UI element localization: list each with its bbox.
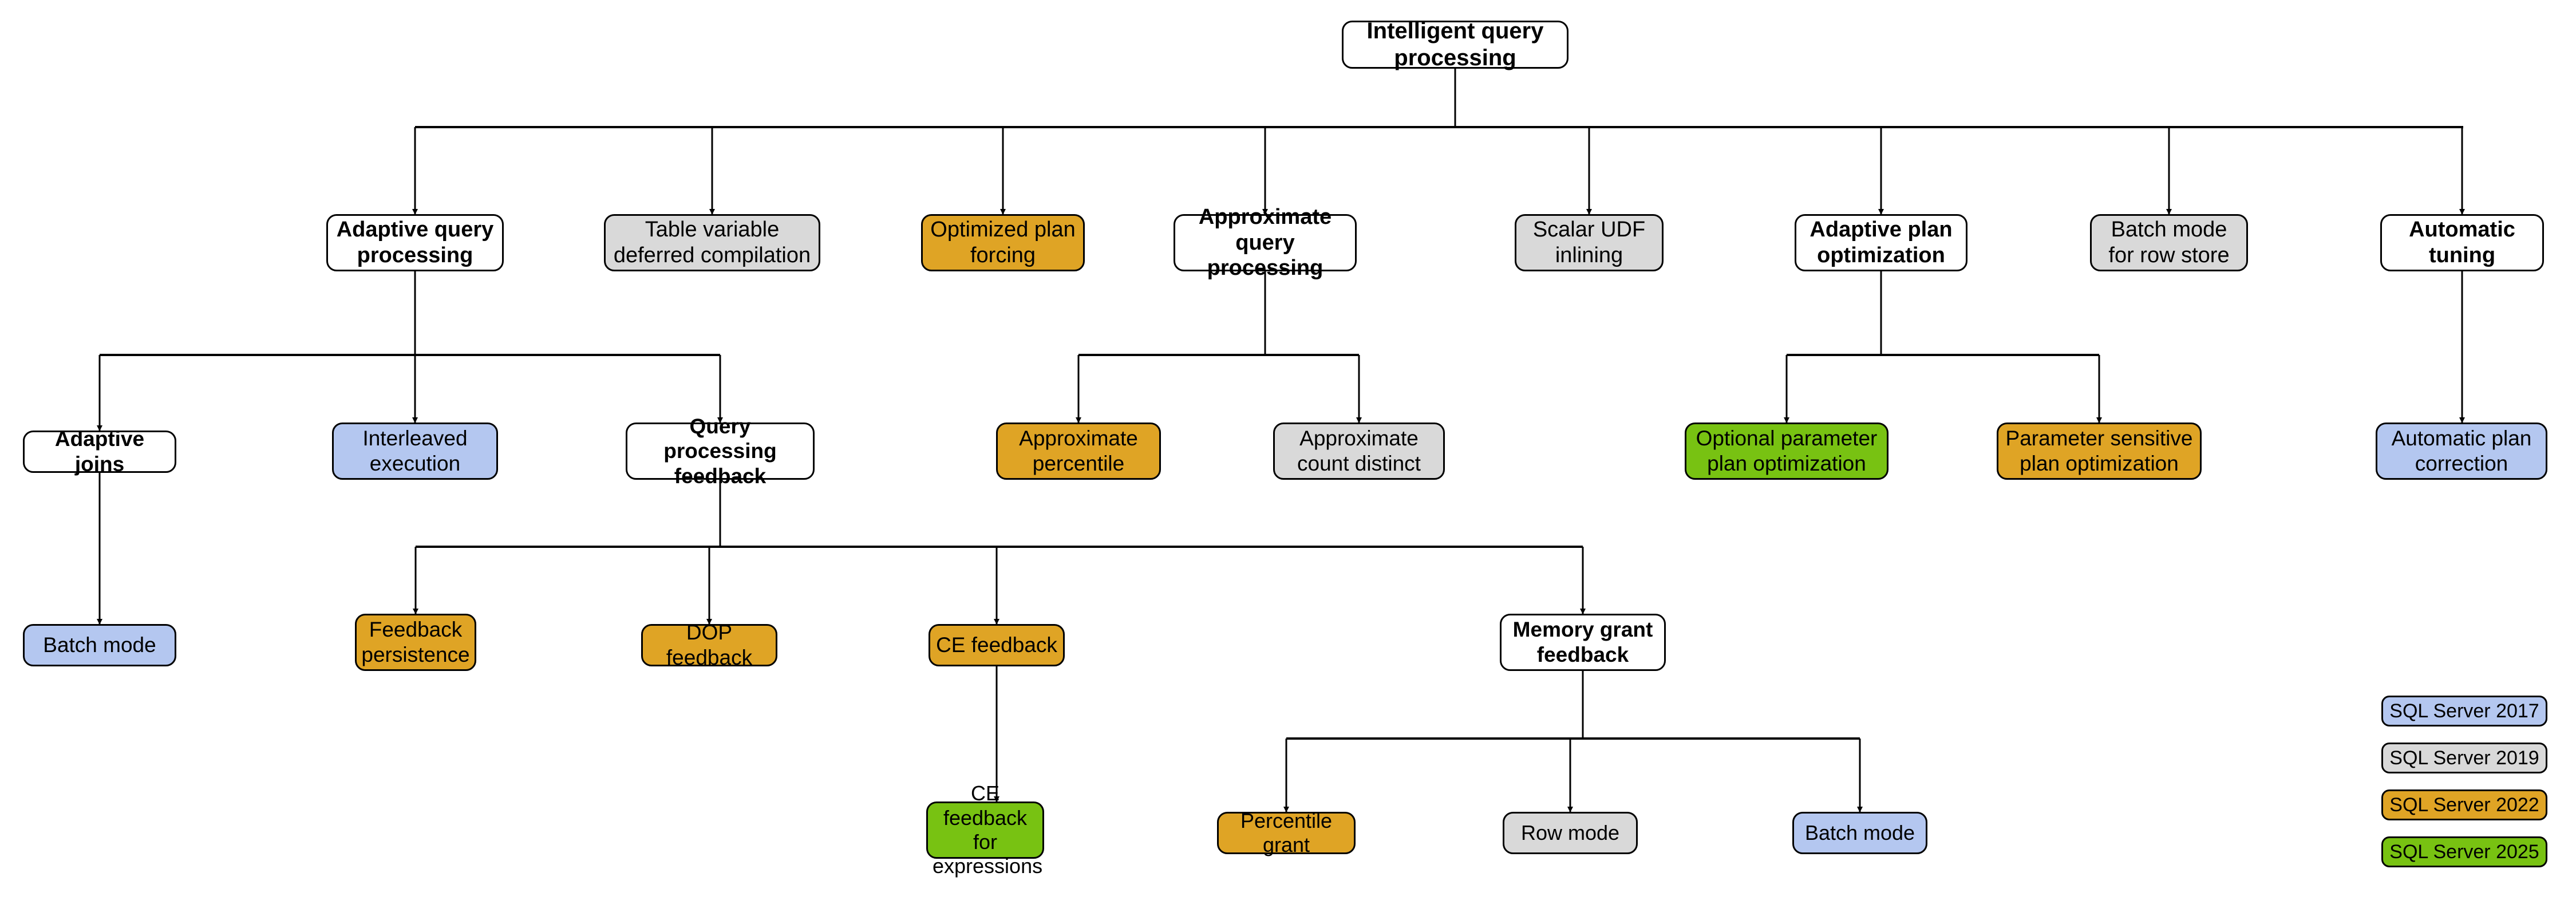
node-label: CE feedback for expressions xyxy=(933,781,1043,878)
node-adaptive-joins[interactable]: Adaptive joins xyxy=(23,427,176,476)
node-label: Interleaved execution xyxy=(362,427,468,475)
node-feedback-persistence[interactable]: Feedback persistence xyxy=(355,614,476,671)
legend-label: SQL Server 2022 xyxy=(2389,793,2539,816)
node-root[interactable]: Intelligent query processing xyxy=(1342,18,1568,70)
node-approximate-query-processing[interactable]: Approximate query processing xyxy=(1174,205,1357,280)
node-adaptive-query-processing[interactable]: Adaptive query processing xyxy=(326,214,504,271)
node-label: Optional parameter plan optimization xyxy=(1696,427,1878,475)
legend-item-2025: SQL Server 2025 xyxy=(2381,836,2547,867)
node-dop-feedback[interactable]: DOP feedback xyxy=(641,621,777,669)
node-label: CE feedback xyxy=(936,633,1057,657)
legend-label: SQL Server 2019 xyxy=(2389,747,2539,769)
node-label: Query processing feedback xyxy=(663,414,777,488)
node-batch-mode-memory-grant[interactable]: Batch mode xyxy=(1792,812,1927,854)
node-label: Batch mode xyxy=(1804,820,1915,844)
legend-item-2022: SQL Server 2022 xyxy=(2381,789,2547,820)
node-label: Percentile grant xyxy=(1240,808,1333,856)
node-label: Adaptive plan optimization xyxy=(1809,218,1953,267)
node-query-processing-feedback[interactable]: Query processing feedback xyxy=(626,414,815,488)
legend-label: SQL Server 2017 xyxy=(2389,700,2539,722)
node-automatic-plan-correction[interactable]: Automatic plan correction xyxy=(2376,423,2547,480)
node-scalar-udf-inlining[interactable]: Scalar UDF inlining xyxy=(1515,214,1664,271)
node-memory-grant-feedback[interactable]: Memory grant feedback xyxy=(1500,614,1666,671)
node-label: Batch mode xyxy=(43,633,156,657)
node-label: Approximate percentile xyxy=(1019,427,1138,475)
node-label: Approximate query processing xyxy=(1198,204,1332,281)
node-ce-feedback-for-expressions[interactable]: CE feedback for expressions xyxy=(926,781,1044,878)
node-optimized-plan-forcing[interactable]: Optimized plan forcing xyxy=(921,214,1085,271)
legend-label: SQL Server 2025 xyxy=(2389,840,2539,863)
node-label: Approximate count distinct xyxy=(1297,427,1421,475)
node-ce-feedback[interactable]: CE feedback xyxy=(929,624,1065,666)
legend-item-2017: SQL Server 2017 xyxy=(2381,696,2547,727)
node-label: Scalar UDF inlining xyxy=(1532,218,1646,267)
node-table-variable-deferred-compilation[interactable]: Table variable deferred compilation xyxy=(604,214,820,271)
node-label: Adaptive joins xyxy=(54,427,145,476)
node-batch-mode-adaptive-joins[interactable]: Batch mode xyxy=(23,624,176,666)
node-batch-mode-for-row-store[interactable]: Batch mode for row store xyxy=(2090,214,2248,271)
node-label: Automatic tuning xyxy=(2409,218,2515,267)
node-label: Intelligent query processing xyxy=(1366,18,1544,70)
node-automatic-tuning[interactable]: Automatic tuning xyxy=(2380,214,2544,271)
node-approximate-percentile[interactable]: Approximate percentile xyxy=(996,423,1161,480)
node-label: Optimized plan forcing xyxy=(930,218,1076,267)
node-label: Row mode xyxy=(1520,820,1620,844)
node-label: Table variable deferred compilation xyxy=(613,218,811,267)
node-approximate-count-distinct[interactable]: Approximate count distinct xyxy=(1273,423,1445,480)
node-optional-parameter-plan-optimization[interactable]: Optional parameter plan optimization xyxy=(1685,423,1888,480)
node-percentile-grant[interactable]: Percentile grant xyxy=(1217,809,1356,856)
node-label: DOP feedback xyxy=(666,621,753,669)
node-label: Batch mode for row store xyxy=(2108,218,2230,267)
legend-item-2019: SQL Server 2019 xyxy=(2381,743,2547,773)
node-parameter-sensitive-plan-optimization[interactable]: Parameter sensitive plan optimization xyxy=(1997,423,2202,480)
node-label: Memory grant feedback xyxy=(1512,618,1653,666)
node-label: Automatic plan correction xyxy=(2391,427,2532,475)
node-row-mode[interactable]: Row mode xyxy=(1503,812,1638,854)
node-label: Feedback persistence xyxy=(361,618,470,666)
node-interleaved-execution[interactable]: Interleaved execution xyxy=(332,423,498,480)
node-label: Adaptive query processing xyxy=(336,218,494,267)
node-adaptive-plan-optimization[interactable]: Adaptive plan optimization xyxy=(1795,214,1967,271)
node-label: Parameter sensitive plan optimization xyxy=(2005,427,2193,475)
